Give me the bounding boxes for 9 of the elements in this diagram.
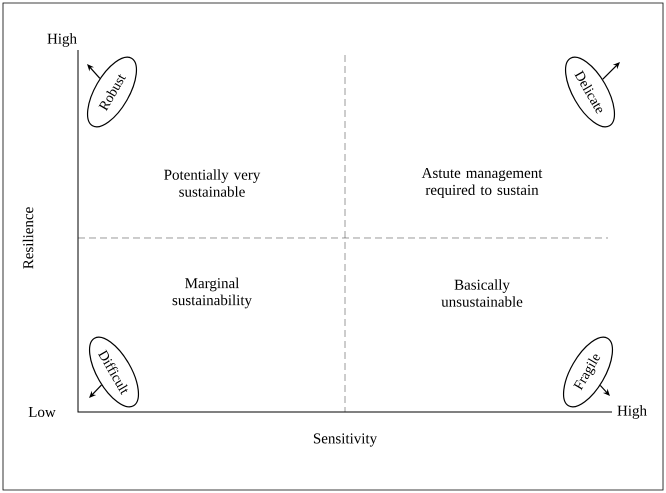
axis-title: Resilience (22, 207, 34, 269)
quadrant-label: Basically unsustainable (441, 279, 522, 307)
axis-title: Sensitivity (314, 433, 378, 447)
quadrant-label: Potentially very sustainable (164, 169, 260, 197)
axis-label: High (47, 33, 77, 47)
quadrant-label: Astute management required to sustain (422, 168, 542, 198)
axis-label: Low (28, 407, 56, 417)
quadrant-label: Marginal sustainability (172, 278, 252, 308)
axis-label: High (617, 405, 647, 419)
